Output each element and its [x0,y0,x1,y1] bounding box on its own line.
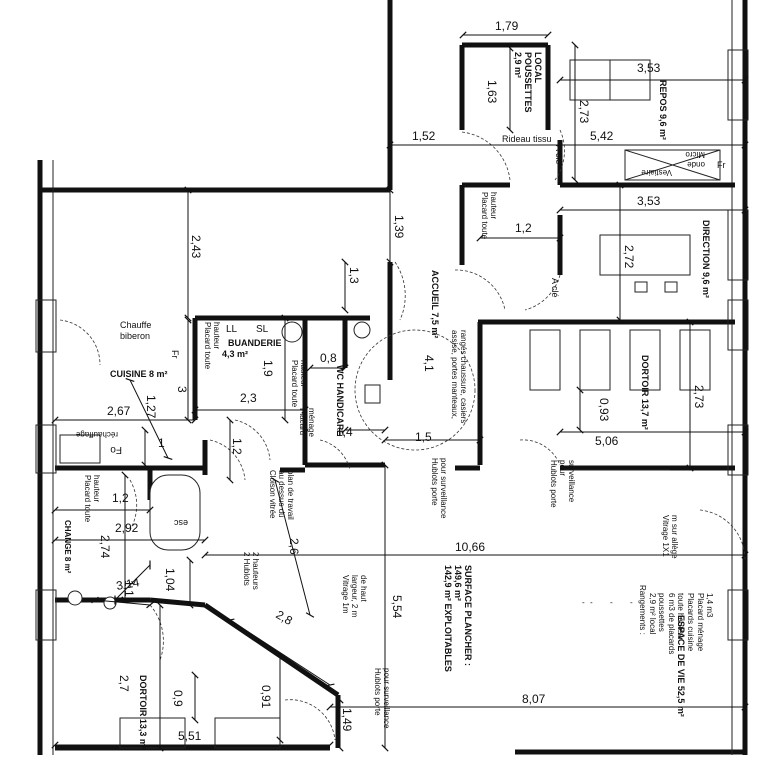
dim-1-2-buanderie: 1,2 [230,438,244,455]
dim-0-93: 0,93 [597,398,611,422]
label-vitrage-1m: Vitrage 1mlargeur, 2 mde haut [341,575,368,618]
room-direction: DIRECTION 9,6 m² [701,220,711,298]
room-labels: LOCALPOUSSETTES2,9 m² REPOS 9,6 m² DIREC… [63,52,711,750]
label-hublots-accueil: Hublots portepour surveillance [430,458,448,519]
dim-1-2-change: 1,2 [112,491,129,505]
dim-1-9: 1,9 [261,360,275,377]
dim-1-2-accueil: 1,2 [515,221,532,235]
room-dortoir-2: DORTOIR 13,3 m² [138,675,148,750]
label-fr-cuisine: Fr [170,350,180,359]
label-vitrage-1x1: Vitrage 1X1m sur allège [661,515,679,559]
dim-1-04: 1,04 [163,568,177,592]
dim-10-66: 10,66 [455,540,485,554]
room-accueil: ACCUEIL 7,5 m² [430,270,440,338]
dim-2-3: 2,3 [240,391,257,405]
label-placard-wc: Placard toutehauteur [290,360,308,408]
dim-2-43: 2,43 [189,235,203,259]
dim-1-52: 1,52 [412,129,436,143]
label-a-cle: A clé [554,145,564,165]
dim-5-42: 5,42 [590,129,614,143]
dim-1-1: 1,1 [122,580,136,597]
dim-4-1: 4,1 [422,355,436,372]
room-wc-handicape: WC HANDICAPE [335,365,345,436]
room-buanderie-area: 4,3 m² [222,349,248,359]
label-2-hublots: 2 Hublots2 hauteurs [242,552,260,590]
label-hublots-dortoir: Hublots portepoursurveillance [549,460,576,508]
label-assise: assise, portes manteaux,rangés chaussure… [450,330,468,423]
bullet-4: - [582,598,585,607]
dim-0-9: 0,9 [171,690,185,707]
label-fr: Fr [717,160,726,170]
dim-3: 3 [175,386,189,393]
label-hublots-bottom: Hublots portepour surveillance [373,668,391,729]
label-placard-buanderie: Placard toutehauteur [203,322,221,370]
label-esc: esc [173,518,188,528]
room-buanderie: BUANDERIE [228,338,282,348]
dim-2-92: 2,92 [115,521,139,535]
dim-2-72: 2,72 [622,245,636,269]
room-cuisine: CUISINE 8 m² [110,369,168,379]
dimension-labels: 1,79 1,63 3,53 2,73 5,42 1,52 3,53 2,7 2 … [98,19,706,743]
dim-1: 1 [158,436,165,450]
dim-2-73-repos: 2,73 [577,100,591,124]
dimension-lines [51,31,749,752]
dim-1-79: 1,79 [495,19,519,33]
dim-2-6: 2,6 [287,538,301,555]
dim-2-7: 2,7 [117,675,131,692]
dim-0-91: 0,91 [259,685,273,709]
room-local-poussettes: LOCALPOUSSETTES2,9 m² [513,52,543,113]
room-repos: REPOS 9,6 m² [658,80,668,140]
label-placard-change: Placard toutehauteur [83,475,101,523]
dim-5-06: 5,06 [595,434,619,448]
dim-1-63: 1,63 [485,80,499,104]
label-vestiaire: Vestiaire [641,168,672,177]
dim-3-53-dir: 3,53 [637,194,661,208]
dim-1-27: 1,27 [144,395,158,419]
dim-2-8: 2,8 [274,607,296,628]
label-rideau-tissu: Rideau tissu [502,134,552,144]
dim-3-53-top: 3,53 [637,61,661,75]
room-dortoir-1: DORTOIR 13,7 m² [640,355,650,430]
dim-8-07: 8,07 [522,692,546,706]
dim-2-73-dortoir: 2,73 [692,385,706,409]
room-change: CHANGE 8 m² [63,520,72,574]
dim-2-67: 2,67 [107,404,131,418]
label-ll: LL [226,324,238,335]
dim-1-49: 1,49 [340,708,354,732]
label-placard-menage: Placardménage [298,408,316,437]
label-sl: SL [256,324,269,335]
bullet-2: - [610,598,613,607]
label-a-cle-2: A clé [550,278,560,298]
bullet-3: - [590,598,593,607]
dim-5-54: 5,54 [390,595,404,619]
dim-1-5: 1,5 [415,430,432,444]
furniture [59,59,721,749]
dim-0-8: 0,8 [320,351,337,365]
label-rangements: Rangements :2,9 m² localpoussettes6 m3 d… [638,585,714,654]
label-cloison-vitree: Cloison vitréeau dessus duplan de travai… [268,470,295,520]
label-fo: Fo [110,444,122,455]
room-espace-de-vie: ESPACE DE VIE 52,5 m² [676,615,686,717]
dim-1-3: 1,3 [347,267,361,284]
dim-5-51: 5,51 [178,729,202,743]
dim-1-39: 1,39 [392,215,406,239]
dim-3-14: 3,14 [115,575,141,593]
label-placard-accueil: Placard toutehauteur [480,192,498,240]
dim-1-4: 1,4 [336,425,353,439]
bullet-1: - [630,598,633,607]
surface-summary: SURFACE PLANCHER :149,6 m²142,9 m² EXPLO… [443,565,473,672]
dim-2-74: 2,74 [98,535,112,559]
label-rechauffage: réchauffage [75,430,118,439]
